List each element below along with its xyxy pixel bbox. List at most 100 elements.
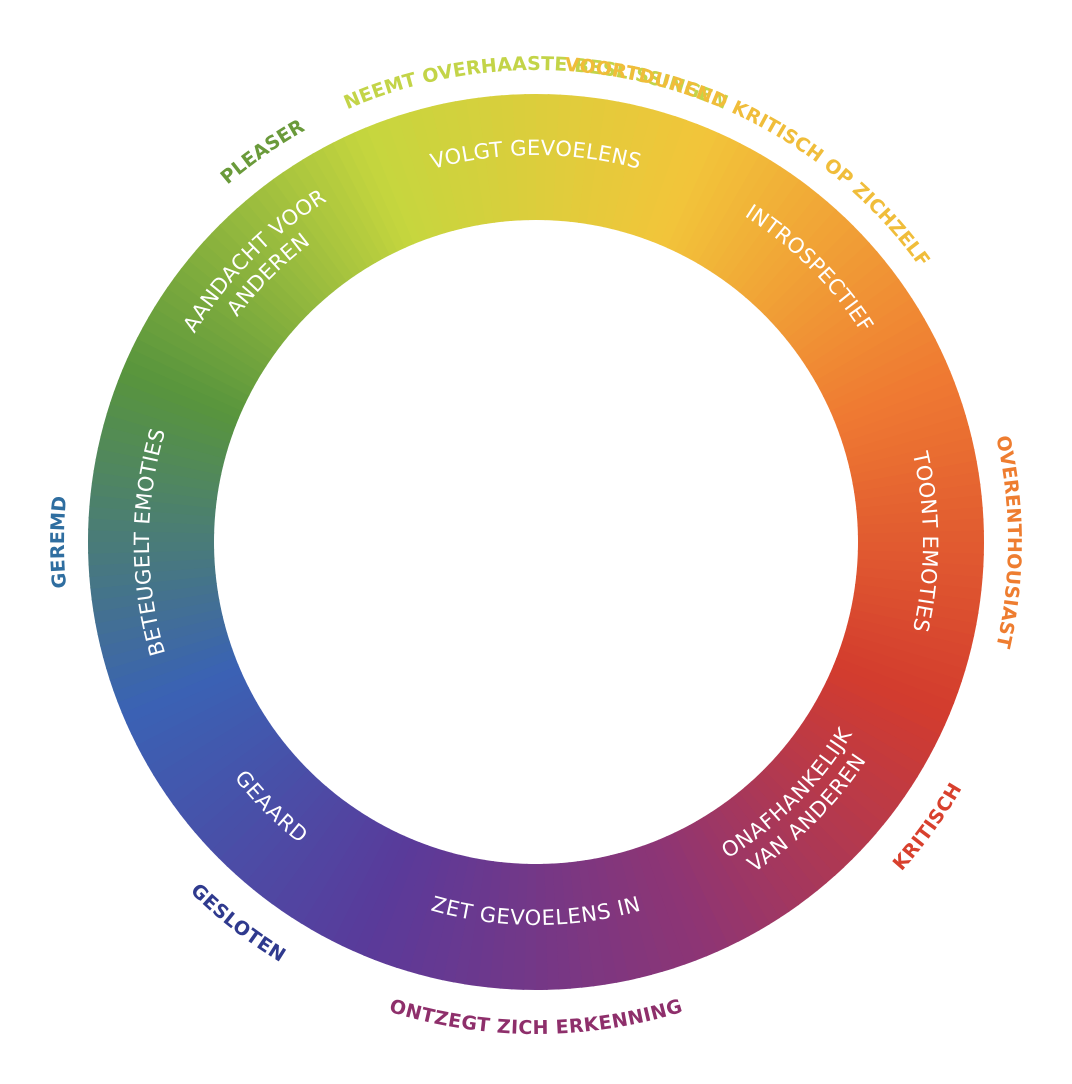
ring-slice	[681, 824, 750, 942]
ring-slice	[738, 193, 829, 298]
ring-slice	[117, 368, 239, 427]
ring-slice	[651, 123, 710, 245]
ring-slice	[130, 679, 250, 746]
ring-slice	[750, 775, 845, 877]
ring-slice	[762, 763, 861, 861]
ring-slice	[91, 582, 218, 613]
ring-slice	[88, 505, 216, 526]
ring-slice	[252, 791, 340, 898]
ring-slice	[856, 567, 983, 591]
ring-slice	[407, 850, 453, 975]
ring-slice	[627, 112, 677, 237]
ring-slice	[395, 847, 445, 972]
ring-slice	[195, 240, 298, 333]
ring-slice	[90, 481, 217, 509]
ring-slice	[95, 447, 222, 484]
ring-slice	[301, 153, 377, 268]
ring-slice	[102, 624, 228, 670]
ring-slice	[187, 249, 292, 340]
ring-slice	[141, 694, 258, 766]
ring-slice	[849, 437, 975, 477]
ring-slice	[586, 99, 620, 226]
ring-slice	[310, 820, 383, 936]
ring-slice	[352, 835, 413, 956]
ring-slice	[650, 839, 708, 961]
ring-slice	[724, 797, 809, 906]
ring-slice	[227, 207, 322, 309]
ring-slice	[666, 132, 731, 252]
ring-slice	[780, 251, 886, 341]
ring-slice	[512, 94, 529, 221]
ring-slice	[855, 575, 982, 603]
outer-label-toont-emoties: OVERENTHOUSIAST	[992, 434, 1026, 651]
ring-slice	[775, 242, 878, 334]
outer-label-zet-gevoelens-in: ONTZEGT ZICH ERKENNING	[387, 995, 685, 1039]
ring-slice	[829, 665, 950, 726]
ring-slice	[475, 861, 503, 988]
ring-slice	[300, 815, 375, 930]
ring-slice	[165, 723, 276, 806]
ring-slice	[836, 381, 959, 436]
ring-slice	[243, 786, 334, 891]
ring-slice	[211, 223, 310, 321]
ring-slice	[179, 737, 286, 824]
ring-slice	[689, 148, 762, 264]
ring-slice	[786, 260, 893, 347]
ring-slice	[441, 856, 478, 983]
ring-slice	[154, 296, 267, 374]
ring-slice	[682, 142, 752, 260]
ring-slice	[487, 862, 511, 989]
ring-slice	[711, 166, 792, 278]
ring-slice	[725, 179, 811, 288]
ring-slice	[117, 656, 239, 714]
ring-slice	[173, 267, 282, 353]
ring-slice	[853, 584, 981, 614]
ring-slice	[312, 147, 384, 264]
ring-slice	[626, 848, 675, 973]
ring-slice	[464, 859, 494, 987]
ring-slice	[635, 115, 688, 239]
ring-slice	[544, 94, 562, 221]
ring-slice	[147, 701, 262, 777]
ring-slice	[805, 710, 918, 788]
ring-slice	[560, 862, 583, 989]
ring-slice	[585, 858, 618, 985]
ring-slice	[780, 744, 885, 835]
ring-slice	[99, 615, 225, 658]
ring-slice	[384, 845, 437, 969]
ring-slice	[524, 94, 538, 221]
ring-slice	[611, 106, 654, 232]
ring-slice	[839, 392, 963, 444]
ring-slice	[109, 640, 233, 692]
ring-slice	[89, 493, 216, 517]
ring-slice	[320, 824, 390, 942]
ring-slice	[364, 123, 422, 245]
ring-slice	[194, 750, 297, 842]
ring-slice	[703, 812, 780, 925]
ring-slice	[795, 724, 906, 807]
ring-slice	[331, 828, 398, 947]
ring-slice	[695, 816, 771, 931]
ring-slice	[602, 103, 643, 230]
ring-slice	[737, 786, 827, 892]
ring-slice	[658, 836, 719, 957]
ring-slice	[153, 709, 266, 786]
ring-slice	[826, 349, 946, 413]
ring-slice	[601, 855, 641, 981]
ring-slice	[121, 664, 242, 725]
ring-slice	[95, 599, 222, 636]
ring-slice	[88, 549, 215, 566]
ring-slice	[113, 379, 236, 435]
ring-slice	[763, 225, 863, 322]
ring-slice	[341, 832, 406, 952]
ring-slice	[618, 850, 664, 976]
ring-slice	[543, 863, 560, 990]
ring-slice	[665, 832, 729, 952]
ring-slice	[818, 328, 936, 397]
ring-slice	[418, 852, 461, 978]
ring-slice	[710, 807, 790, 919]
ring-slice	[126, 671, 246, 735]
ring-slice	[850, 448, 977, 485]
ring-slice	[569, 96, 597, 223]
